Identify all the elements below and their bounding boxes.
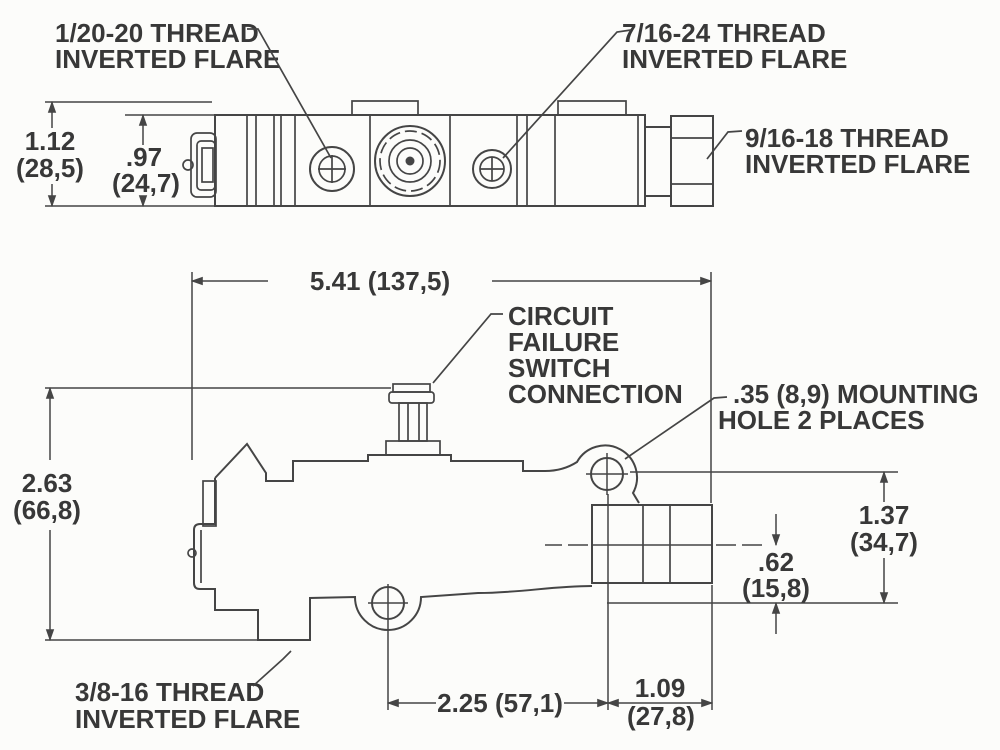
- switch-label-line3: SWITCH: [508, 353, 611, 383]
- mounting-hole-top: [586, 453, 628, 495]
- top-view-port-left: [309, 146, 355, 192]
- switch-connector: [385, 383, 441, 456]
- dimension-overall-height-side: 2.63 (66,8): [13, 386, 391, 642]
- label-switch-connection: CIRCUIT FAILURE SWITCH CONNECTION: [432, 301, 683, 409]
- top-view-section-lines: [246, 115, 639, 206]
- switch-label-line2: FAILURE: [508, 327, 619, 357]
- side-view-left-bump: [187, 548, 197, 558]
- top-view-tab-left: [351, 100, 419, 115]
- thread-top-left-line2: INVERTED FLARE: [55, 44, 280, 74]
- dimension-bottom-row: 2.25 (57,1) 1.09 (27,8): [386, 494, 714, 731]
- dimension-outlet-offset: .62 (15,8): [545, 514, 810, 634]
- top-view-left-connector: [182, 132, 217, 198]
- dimension-overall-height-top: 1.12 (28,5): [16, 100, 215, 208]
- dim-1-12-in: 1.12: [25, 126, 76, 156]
- dim-1-09-in: 1.09: [635, 673, 686, 703]
- thread-top-left-line1: 1/20-20 THREAD: [55, 18, 259, 48]
- dim-1-09-mm: (27,8): [627, 701, 695, 731]
- leader-thread-top-right: [502, 29, 632, 159]
- mounting-label-line1: .35 (8,9) MOUNTING: [733, 379, 979, 409]
- top-view-tab-right: [557, 100, 627, 115]
- switch-label-line4: CONNECTION: [508, 379, 683, 409]
- dimension-mount-hole-vertical: 1.37 (34,7): [607, 470, 918, 605]
- side-view-left-tab: [202, 480, 217, 527]
- leader-mounting-hole: [624, 396, 728, 460]
- mounting-label-line2: HOLE 2 PLACES: [718, 405, 925, 435]
- switch-label-line1: CIRCUIT: [508, 301, 614, 331]
- dim-1-37-in: 1.37: [859, 500, 910, 530]
- dim-5-41: 5.41 (137,5): [310, 266, 450, 296]
- thread-top-right-line2: INVERTED FLARE: [622, 44, 847, 74]
- dim-97-mm: (24,7): [112, 168, 180, 198]
- top-view-right-fitting: [644, 115, 714, 207]
- leader-thread-right: [706, 130, 743, 160]
- leader-switch-connection: [432, 313, 503, 384]
- label-thread-top-left: 1/20-20 THREAD INVERTED FLARE: [55, 18, 332, 159]
- dim-62-mm: (15,8): [742, 573, 810, 603]
- label-thread-right: 9/16-18 THREAD INVERTED FLARE: [706, 123, 970, 179]
- thread-right-line1: 9/16-18 THREAD: [745, 123, 949, 153]
- dim-2-25: 2.25 (57,1): [437, 688, 563, 718]
- dim-62-in: .62: [758, 547, 794, 577]
- dim-1-37-mm: (34,7): [850, 527, 918, 557]
- dimension-overall-length: 5.41 (137,5): [190, 266, 713, 503]
- side-view-outline-upper: [214, 442, 640, 504]
- thread-bottom-left-line2: INVERTED FLARE: [75, 704, 300, 734]
- top-view-body: [214, 114, 646, 207]
- leader-thread-top-left: [247, 28, 332, 159]
- thread-bottom-left-line1: 3/8-16 THREAD: [75, 677, 264, 707]
- top-view-port-right: [472, 149, 512, 189]
- dimension-body-height-top: .97 (24,7): [112, 113, 215, 208]
- top-view-center-fitting: [374, 125, 446, 197]
- top-view: [182, 100, 714, 207]
- leader-thread-bottom-left: [252, 650, 292, 687]
- side-view-outline-lower: [193, 478, 593, 641]
- label-thread-top-right: 7/16-24 THREAD INVERTED FLARE: [502, 18, 847, 159]
- outlet-block: [591, 504, 713, 584]
- label-thread-bottom-left: 3/8-16 THREAD INVERTED FLARE: [75, 650, 300, 734]
- label-mounting-hole: .35 (8,9) MOUNTING HOLE 2 PLACES: [624, 379, 979, 460]
- thread-right-line2: INVERTED FLARE: [745, 149, 970, 179]
- thread-top-right-line1: 7/16-24 THREAD: [622, 18, 826, 48]
- side-view: [187, 383, 713, 641]
- dim-2-63-in: 2.63: [22, 468, 73, 498]
- dim-97-in: .97: [126, 142, 162, 172]
- dim-2-63-mm: (66,8): [13, 495, 81, 525]
- dim-1-12-mm: (28,5): [16, 153, 84, 183]
